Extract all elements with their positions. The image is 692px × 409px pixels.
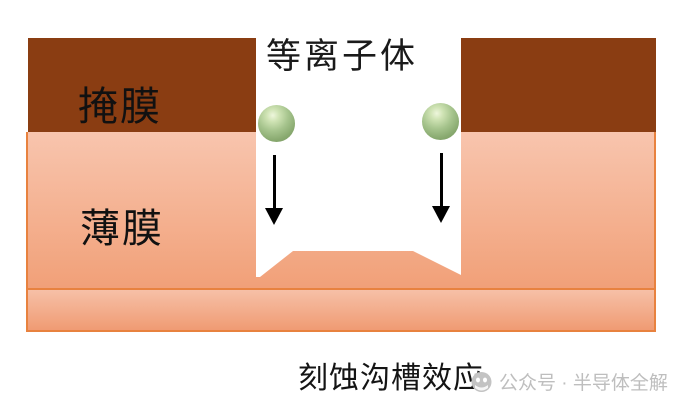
mask-label: 掩膜: [78, 84, 162, 129]
substrate-layer: [26, 288, 656, 332]
film-label: 薄膜: [80, 206, 164, 251]
watermark-text: 公众号 · 半导体全解: [499, 373, 668, 394]
plasma-ion-sphere-left: [258, 105, 295, 142]
ion-direction-arrow-right: [432, 153, 450, 223]
mask-block-right: [461, 38, 656, 132]
arrow-shaft: [272, 155, 276, 210]
arrow-head-icon: [265, 208, 283, 225]
arrow-shaft: [439, 153, 443, 208]
diagram-caption: 刻蚀沟槽效应: [298, 362, 484, 395]
plasma-label: 等离子体: [266, 37, 419, 76]
plasma-ion-sphere-right: [422, 103, 459, 140]
ion-direction-arrow-left: [265, 155, 283, 225]
watermark: 公众号 · 半导体全解: [470, 368, 668, 395]
arrow-head-icon: [432, 206, 450, 223]
mask-block-left: [28, 38, 256, 132]
wechat-official-account-icon: [470, 370, 493, 393]
